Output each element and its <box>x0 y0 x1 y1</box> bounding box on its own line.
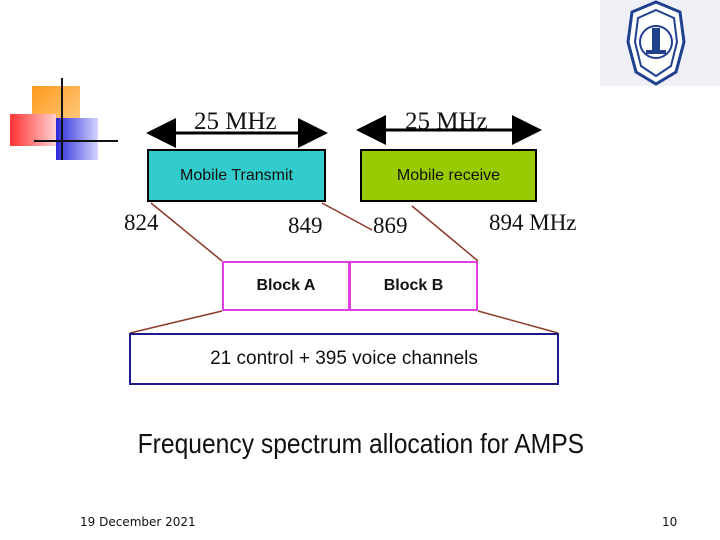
block-a-label: Block A <box>256 277 316 294</box>
mobile-receive-label: Mobile receive <box>396 166 501 184</box>
mobile-transmit-box: Mobile Transmit <box>147 149 326 202</box>
freq-849-label: 849 <box>288 213 323 238</box>
university-logo <box>600 0 720 86</box>
block-b-label: Block B <box>383 277 444 294</box>
transmit-bandwidth-label: 25 MHz <box>194 108 277 135</box>
decor-horizontal-line <box>34 140 118 142</box>
receive-bandwidth-label: 25 MHz <box>405 108 488 135</box>
mobile-transmit-label: Mobile Transmit <box>180 166 293 184</box>
connector-line <box>129 310 223 334</box>
connector-line <box>150 202 223 262</box>
decor-vertical-line <box>61 78 63 160</box>
connector-line <box>321 202 373 231</box>
connector-line <box>411 205 479 262</box>
freq-869-label: 869 <box>373 213 408 238</box>
block-b-box: Block B <box>349 261 478 311</box>
channels-label: 21 control + 395 voice channels <box>210 348 478 369</box>
channels-box: 21 control + 395 voice channels <box>129 333 559 385</box>
mobile-receive-box: Mobile receive <box>360 149 537 202</box>
freq-824-label: 824 <box>124 210 159 235</box>
slide-caption: Frequency spectrum allocation for AMPS <box>137 428 585 459</box>
university-seal-icon <box>626 0 686 86</box>
decor-blue-square <box>56 118 98 160</box>
freq-894-label: 894 MHz <box>489 210 577 235</box>
connector-line <box>477 310 559 334</box>
footer-date: 19 December 2021 <box>80 515 196 529</box>
block-a-box: Block A <box>222 261 350 311</box>
page-number: 10 <box>662 515 678 529</box>
